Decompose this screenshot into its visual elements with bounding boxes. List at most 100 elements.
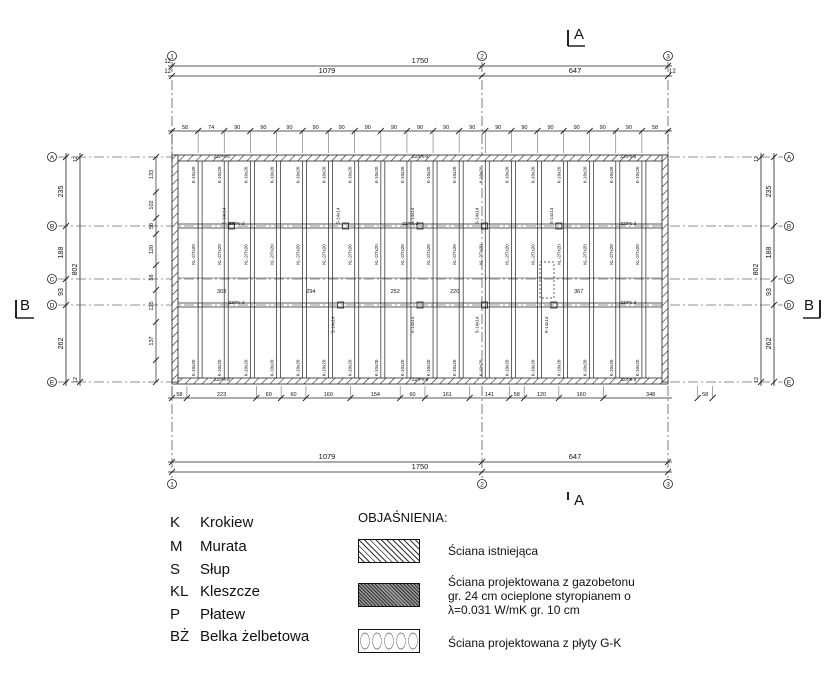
axis-letter: D: [787, 303, 792, 310]
roof-opening: [539, 261, 555, 299]
rafter-tag: K-10x20: [296, 166, 301, 183]
rafter-spacing-label: 90: [600, 125, 606, 131]
section-b-label-right: B: [804, 297, 815, 314]
left-inner-dimension: 137: [149, 336, 155, 345]
rafter-tag: K-10x20: [269, 166, 274, 183]
note-aerated-concrete-wall: Ściana projektowana z gazobetonu gr. 24 …: [448, 575, 635, 617]
collar-tie-tag: KL-2/7x20: [504, 244, 509, 265]
right-dimension: 93: [766, 288, 773, 296]
collar-tie-tag: KL-2/7x20: [348, 244, 353, 265]
dimension-left: 1079: [319, 452, 336, 461]
rafter-tag: K-10x20: [191, 359, 196, 376]
note-existing-wall: Ściana istniejąca: [448, 544, 539, 558]
rafter-tag: K-10x20: [269, 359, 274, 376]
post-marker: [342, 222, 350, 230]
dimension-tick: [168, 72, 176, 80]
axis-bubble: [663, 479, 673, 489]
dimension-tick: [664, 72, 672, 80]
section-a-label-bottom: A: [574, 492, 585, 509]
legend-code: K: [170, 514, 181, 531]
rafter-tag: K-10x20: [296, 359, 301, 376]
dimension-tick: [757, 153, 765, 161]
post-marker: [337, 301, 345, 309]
bottom-spacing-label: 348: [646, 392, 655, 398]
dimension-tick: [62, 378, 70, 386]
notes-title: OBJAŚNIENIA:: [358, 510, 448, 525]
rafter-tag: K-10x20: [243, 166, 248, 183]
beam-tag: ZZ/Ps-d: [412, 377, 428, 382]
axis-number: 1: [170, 54, 174, 61]
note-gk-wall: Ściana projektowana z płyty G-K: [448, 636, 622, 650]
rafter-tag: K-10x20: [530, 166, 535, 183]
right-dimension: 235: [766, 186, 773, 198]
left-dimension: 262: [58, 338, 65, 350]
rafter-spacing-label: 90: [495, 125, 501, 131]
legend-code: S: [170, 561, 181, 578]
rafter-tag: K-10x20: [426, 166, 431, 183]
dimension-total: 1750: [412, 462, 429, 471]
rafter-spacing-label: 58: [182, 125, 188, 131]
dimension-edge: 12: [754, 156, 760, 162]
left-dimension: 93: [58, 288, 65, 296]
dimension-total: 1750: [412, 56, 429, 65]
axis-bubble: [784, 152, 794, 162]
rafter-spacing-label: 58: [652, 125, 658, 131]
right-dimension: 262: [766, 338, 773, 350]
wall-right: [661, 154, 669, 383]
rafter-tag: K-10x20: [348, 166, 353, 183]
rafter-tag: K-10x20: [583, 359, 588, 376]
rafter-spacing-label: 90: [286, 125, 292, 131]
legend-code: M: [170, 538, 183, 555]
axis-bubble: [477, 479, 487, 489]
left-inner-dimension: 120: [149, 245, 155, 254]
post-tag: S-14x14: [410, 207, 415, 224]
rafter-tag: K-10x20: [557, 359, 562, 376]
dimension-tick: [478, 458, 486, 466]
axis-number: 2: [480, 482, 484, 489]
rafter-tag: K-10x20: [504, 166, 509, 183]
bottom-spacing-label: 141: [485, 392, 494, 398]
rafter-tag: K-10x20: [452, 166, 457, 183]
dimension-tick: [478, 72, 486, 80]
rafter-tag: K-10x20: [635, 166, 640, 183]
rafter-spacing-label: 90: [417, 125, 423, 131]
wall-left: [171, 154, 179, 383]
legend-name: Kleszcze: [200, 583, 261, 600]
rafter-spacing-label: 74: [208, 125, 214, 131]
dimension-tick: [152, 356, 160, 364]
collar-tie-tag: KL-2/7x20: [191, 244, 196, 265]
rafter-tag: K-10x20: [426, 359, 431, 376]
rafter-spacing-label: 90: [339, 125, 345, 131]
axis-bubble: [47, 300, 57, 310]
rafter-tag: K-10x20: [530, 359, 535, 376]
post-tag: S-14x14: [474, 207, 479, 224]
rafter-spacing-label: 90: [469, 125, 475, 131]
axis-letter: B: [50, 224, 54, 231]
collar-tie-tag: KL-2/7x20: [530, 244, 535, 265]
collar-tie-tag: KL-2/7x20: [243, 244, 248, 265]
dimension-tick: [62, 222, 70, 230]
legend-name: Belka żelbetowa: [200, 628, 310, 645]
bottom-spacing-label: 58: [514, 392, 520, 398]
axis-bubble: [47, 221, 57, 231]
rafter-tag: K-10x20: [478, 166, 483, 183]
beam-tag: ZZ/Ps-d: [228, 221, 244, 226]
beam-tag: ZZ/Ps-d: [620, 154, 636, 159]
note-line: λ=0.031 W/mK gr. 10 cm: [448, 603, 580, 617]
dimension-tick: [664, 62, 672, 70]
collar-tie-tag: KL-2/7x20: [322, 244, 327, 265]
dimension-edge: 12: [73, 377, 79, 383]
axis-letter: B: [787, 224, 791, 231]
rafter-tag: K-10x20: [609, 166, 614, 183]
left-inner-dimension: 58: [149, 223, 155, 229]
dimension-tick: [152, 261, 160, 269]
collar-tie-tag: KL-2/7x20: [583, 244, 588, 265]
bottom-spacing-label: 60: [409, 392, 415, 398]
left-dimension: 235: [58, 186, 65, 198]
bottom-spacing-label: 160: [324, 392, 333, 398]
